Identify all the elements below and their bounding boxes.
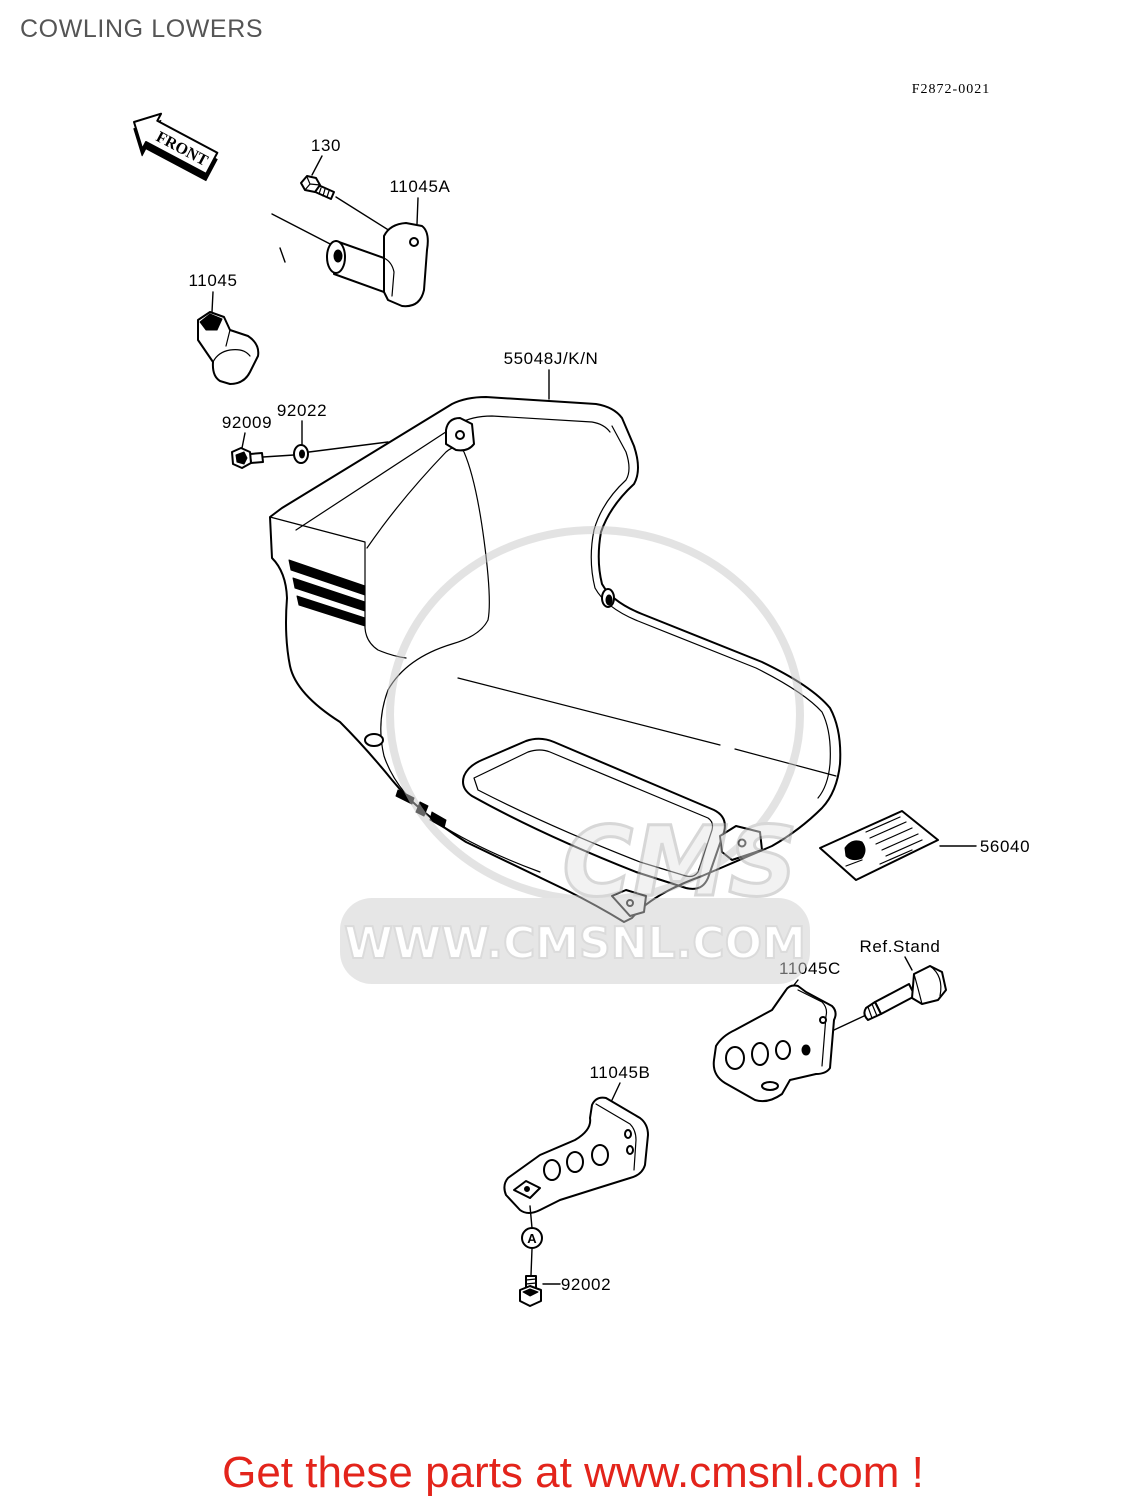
watermark-url: WWW.CMSNL.COM (344, 918, 806, 969)
callout-11045A[interactable]: 11045A (390, 177, 451, 196)
reference-line (271, 213, 335, 247)
warning-label-56040 (819, 810, 939, 881)
stand-bolt-head-facets (913, 965, 942, 1005)
bolt-92009 (231, 447, 264, 469)
bracket-bend-line (383, 257, 395, 297)
assembly-line-92009 (262, 454, 295, 458)
bracket-hole (543, 1159, 561, 1181)
cowling-mount-hole (455, 430, 465, 440)
reference-letter: A (527, 1231, 537, 1246)
bracket-hole (591, 1144, 609, 1166)
leader-line-11045 (211, 291, 214, 313)
leader-line-11045B (611, 1082, 621, 1101)
cowling-front-face (269, 516, 366, 629)
bracket-hole (801, 1044, 811, 1056)
leader-line-130 (311, 155, 323, 176)
cowling-side-hole-inner (605, 594, 613, 606)
cowling-stripe (288, 559, 366, 596)
assembly-line-92022 (308, 441, 389, 453)
reference-marker-a: A (521, 1227, 543, 1249)
bracket-nut-hole (524, 1186, 530, 1192)
bracket-detail (212, 329, 251, 363)
leader-line-92009 (241, 432, 246, 449)
bracket-hole (751, 1042, 769, 1066)
stand-bolt (863, 965, 947, 1021)
callout-92009[interactable]: 92009 (222, 413, 272, 432)
watermark-banner (340, 898, 810, 984)
bracket-flange (595, 1103, 637, 1171)
bracket-hole (775, 1040, 791, 1060)
callout-55048[interactable]: 55048J/K/N (504, 349, 599, 368)
reference-circle (521, 1227, 543, 1249)
callout-130[interactable]: 130 (311, 136, 341, 155)
bracket-cap (199, 313, 223, 331)
bracket-flange (797, 989, 828, 1067)
stand-bolt-shank (874, 983, 916, 1015)
assembly-line-ref-stand (833, 1015, 865, 1031)
label-emblem (844, 840, 866, 861)
callout-92002[interactable]: 92002 (561, 1275, 611, 1294)
bolt-shank (249, 452, 264, 464)
cowling-stripe (292, 577, 366, 612)
bolt-head-facets (304, 176, 321, 191)
bracket-11045A (326, 222, 429, 308)
cowling-stripe (296, 595, 366, 627)
callout-56040[interactable]: 56040 (980, 837, 1030, 856)
callout-11045B[interactable]: 11045B (590, 1063, 651, 1082)
bracket-plate-hole (409, 237, 419, 247)
bolt-thread (525, 1278, 537, 1285)
reference-tick (279, 247, 286, 263)
bracket-11045B (503, 1096, 649, 1214)
bracket-hole (626, 1145, 634, 1155)
cowling-side-hole (364, 733, 384, 747)
callout-92022[interactable]: 92022 (277, 401, 327, 420)
callout-11045C[interactable]: 11045C (779, 959, 841, 978)
callout-ref-stand[interactable]: Ref.Stand (859, 937, 940, 956)
bolt-130 (300, 175, 335, 200)
bracket-hole (725, 1046, 745, 1070)
cowling-lower-55048 (269, 396, 842, 923)
front-arrow-icon: FRONT (133, 112, 219, 182)
label-sheet (819, 810, 939, 881)
bolt-thread (318, 187, 330, 198)
front-arrow-body (133, 112, 219, 175)
promo-footer: Get these parts at www.cmsnl.com ! (222, 1448, 924, 1497)
assembly-line-a-bottom (530, 1248, 533, 1276)
bracket-hole (819, 1016, 827, 1024)
bracket-11045C (712, 984, 837, 1103)
diagram-code: F2872-0021 (912, 82, 990, 97)
bolt-92002 (519, 1275, 542, 1307)
bracket-plate (712, 984, 837, 1103)
leader-line-11045A (416, 197, 419, 225)
label-text-lines (845, 816, 923, 867)
bracket-tube-hole (333, 249, 343, 263)
washer-92022 (293, 444, 309, 464)
bracket-11045 (197, 311, 260, 385)
callout-11045[interactable]: 11045 (188, 271, 237, 290)
bracket-hole (624, 1129, 632, 1139)
assembly-line-a-top (529, 1205, 533, 1229)
stand-bolt-thread (867, 1003, 878, 1019)
leader-line-ref-stand (904, 956, 913, 971)
washer-hole (299, 449, 305, 459)
bolt-head-shade (522, 1288, 539, 1297)
page-title: COWLING LOWERS (20, 15, 264, 43)
cowling-mount-hole (737, 838, 747, 848)
bolt-head-shade (235, 451, 248, 465)
bracket-slot (761, 1081, 779, 1091)
bracket-hole (566, 1151, 584, 1173)
cowling-mount-hole (626, 899, 634, 907)
